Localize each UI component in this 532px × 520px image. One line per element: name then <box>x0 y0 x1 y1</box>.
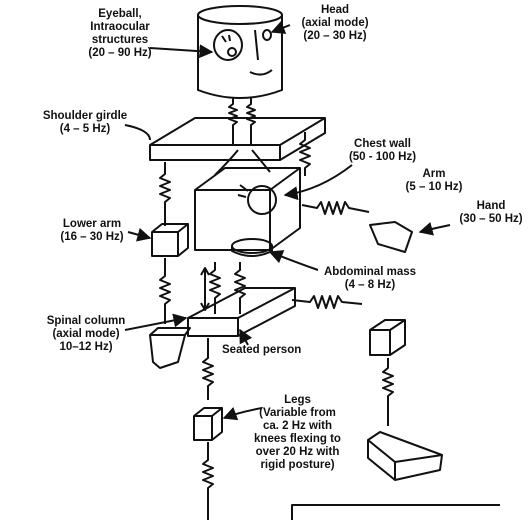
label-lower-arm: Lower arm(16 – 30 Hz) <box>60 218 124 243</box>
knee-block <box>369 319 406 356</box>
spinal-arrows <box>200 267 210 311</box>
label-head: Head(axial mode)(20 – 30 Hz) <box>301 4 369 42</box>
left-upper-spring <box>159 162 171 226</box>
left-lower-spring <box>159 258 171 324</box>
eyeball-shape <box>213 29 243 61</box>
foot-block <box>367 431 443 481</box>
left-hand-shape <box>149 327 191 369</box>
abdominal-pointer <box>268 250 319 271</box>
spinal-pointer <box>124 313 188 331</box>
label-chest: Chest wall(50 - 100 Hz) <box>348 138 417 163</box>
lower-arm-block <box>151 223 189 257</box>
chest-box <box>194 167 301 251</box>
lower-leg-spring-bottom <box>202 442 214 520</box>
lower-arm-pointer <box>127 227 152 242</box>
right-hand-shape <box>369 221 413 253</box>
thigh-spring <box>291 295 363 309</box>
legs-pointer <box>222 407 263 421</box>
spinal-spring-b <box>234 262 246 314</box>
label-arm: Arm(5 – 10 Hz) <box>405 168 463 193</box>
label-seated: Seated person <box>222 344 302 356</box>
chest-hangers <box>214 149 271 176</box>
head-pointer <box>270 20 291 34</box>
lower-leg-block <box>193 407 223 441</box>
lower-leg-spring-top <box>202 338 214 400</box>
shin-spring <box>382 358 394 426</box>
abdominal-mass <box>231 238 273 257</box>
seat-slab <box>187 287 296 337</box>
head-cylinder <box>197 5 283 99</box>
spinal-spring-a <box>209 262 221 314</box>
shoulder-bar <box>149 117 326 161</box>
seated-pointer <box>239 328 253 346</box>
eyeball-pointer <box>149 44 214 59</box>
shoulder-pointer <box>124 124 151 141</box>
label-abdominal: Abdominal mass(4 – 8 Hz) <box>323 266 417 291</box>
chest-right-spring <box>299 132 311 176</box>
label-shoulder: Shoulder girdle(4 – 5 Hz) <box>42 110 128 135</box>
chest-pointer <box>283 164 353 201</box>
hand-pointer <box>418 221 451 236</box>
neck-springs <box>228 98 256 145</box>
bottom-frame <box>291 504 500 520</box>
label-spinal: Spinal column(axial mode)10–12 Hz) <box>46 315 126 353</box>
arm-spring <box>301 201 370 215</box>
label-hand: Hand(30 – 50 Hz) <box>459 200 523 225</box>
